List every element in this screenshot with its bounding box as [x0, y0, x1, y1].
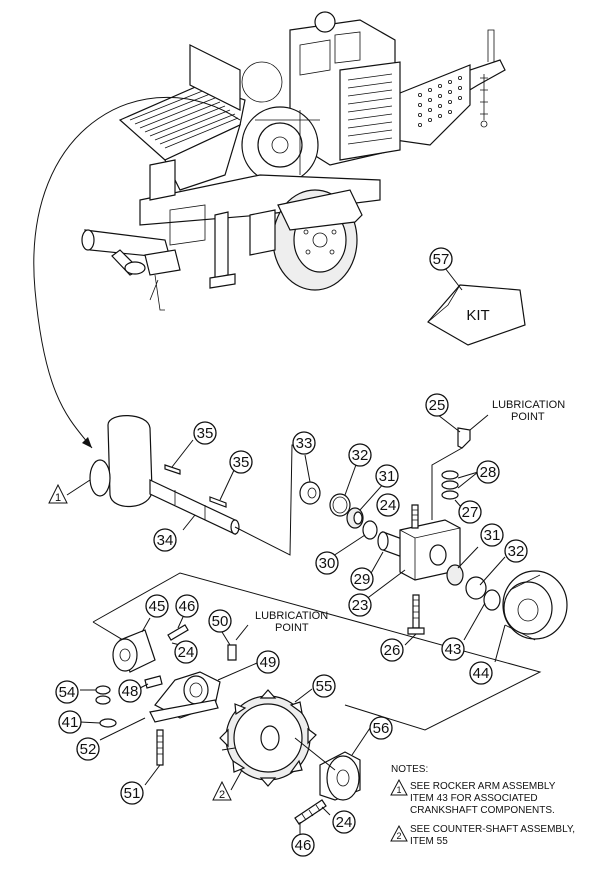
kit-label: KIT: [466, 307, 489, 324]
callout-32b: 32: [504, 539, 528, 563]
svg-text:41: 41: [62, 714, 79, 731]
callout-49: 49: [256, 650, 280, 674]
svg-text:44: 44: [473, 665, 490, 682]
svg-text:32: 32: [352, 447, 369, 464]
counter-shaft-assembly: [79, 572, 542, 838]
svg-text:51: 51: [124, 785, 141, 802]
callout-48: 48: [118, 679, 142, 703]
callout-31b: 31: [480, 523, 504, 547]
lubrication-label-top-2: POINT: [511, 411, 545, 423]
notes-title: NOTES:: [391, 764, 428, 775]
svg-text:2: 2: [396, 831, 401, 841]
svg-text:25: 25: [429, 397, 446, 414]
note-triangle-1-shaft: 1: [48, 483, 68, 504]
rocker-arm-assembly: [89, 415, 240, 535]
notes-block: NOTES: 1 SEE ROCKER ARM ASSEMBLY ITEM 43…: [390, 764, 575, 847]
svg-text:35: 35: [233, 454, 250, 471]
callout-57: 57: [429, 247, 453, 271]
callout-23: 23: [348, 593, 372, 617]
svg-text:33: 33: [296, 435, 313, 452]
callout-27: 27: [458, 500, 482, 524]
callout-24c: 24: [332, 810, 356, 834]
svg-text:23: 23: [352, 597, 369, 614]
svg-text:24: 24: [178, 644, 195, 661]
callout-32a: 32: [348, 443, 372, 467]
svg-text:26: 26: [384, 642, 401, 659]
svg-text:24: 24: [380, 497, 397, 514]
callout-26: 26: [380, 638, 404, 662]
svg-text:45: 45: [149, 598, 166, 615]
svg-text:28: 28: [480, 464, 497, 481]
callout-43: 43: [441, 637, 465, 661]
callout-46b: 46: [291, 833, 315, 857]
note-1-line-3: CRANKSHAFT COMPONENTS.: [410, 805, 555, 816]
lubrication-label-top-1: LUBRICATION: [492, 399, 565, 411]
callout-31a: 31: [375, 464, 399, 488]
callout-35a: 35: [193, 421, 217, 445]
note-1-line-1: SEE ROCKER ARM ASSEMBLY: [410, 781, 556, 792]
callout-33: 33: [292, 431, 316, 455]
callout-24a: 24: [376, 493, 400, 517]
callout-46a: 46: [175, 594, 199, 618]
callout-29: 29: [350, 567, 374, 591]
svg-text:50: 50: [212, 613, 229, 630]
callout-52: 52: [76, 737, 100, 761]
lubrication-label-mid-1: LUBRICATION: [255, 610, 328, 622]
svg-text:24: 24: [336, 814, 353, 831]
note-2-line-2: ITEM 55: [410, 836, 448, 847]
svg-text:48: 48: [122, 683, 139, 700]
svg-text:30: 30: [319, 555, 336, 572]
callout-28: 28: [476, 460, 500, 484]
svg-text:1: 1: [55, 492, 61, 504]
callout-50: 50: [208, 609, 232, 633]
svg-text:49: 49: [260, 654, 277, 671]
svg-text:55: 55: [316, 678, 333, 695]
svg-text:34: 34: [157, 532, 174, 549]
callout-25: 25: [425, 393, 449, 417]
callout-54: 54: [55, 680, 79, 704]
svg-text:56: 56: [373, 720, 390, 737]
callout-45: 45: [145, 594, 169, 618]
svg-text:57: 57: [433, 251, 450, 268]
callout-35b: 35: [229, 450, 253, 474]
note-triangle-1: 1: [390, 778, 408, 796]
note-1-line-2: ITEM 43 FOR ASSOCIATED: [410, 793, 538, 804]
svg-text:31: 31: [484, 527, 501, 544]
svg-text:1: 1: [396, 785, 401, 795]
svg-text:27: 27: [462, 504, 479, 521]
svg-text:31: 31: [379, 468, 396, 485]
svg-text:35: 35: [197, 425, 214, 442]
callout-41: 41: [58, 710, 82, 734]
svg-text:54: 54: [59, 684, 76, 701]
detail-leader-curve: [33, 96, 241, 449]
note-triangle-2: 2: [390, 824, 408, 842]
svg-text:52: 52: [80, 741, 97, 758]
svg-text:46: 46: [295, 837, 312, 854]
callout-24b: 24: [174, 640, 198, 664]
svg-text:29: 29: [354, 571, 371, 588]
svg-text:32: 32: [508, 543, 525, 560]
callout-55: 55: [312, 674, 336, 698]
note-triangle-2-sprocket: 2: [212, 780, 232, 801]
note-2-line-1: SEE COUNTER-SHAFT ASSEMBLY,: [410, 824, 575, 835]
svg-text:43: 43: [445, 641, 462, 658]
lubrication-label-mid-2: POINT: [275, 622, 309, 634]
machine-illustration: [81, 11, 506, 311]
callout-34: 34: [153, 528, 177, 552]
callout-56: 56: [369, 716, 393, 740]
bearing-block-assembly: [299, 414, 568, 663]
callout-30: 30: [315, 551, 339, 575]
svg-text:2: 2: [219, 789, 225, 801]
svg-text:46: 46: [179, 598, 196, 615]
callout-44: 44: [469, 661, 493, 685]
kit-package: KIT: [427, 267, 526, 346]
callout-51: 51: [120, 781, 144, 805]
